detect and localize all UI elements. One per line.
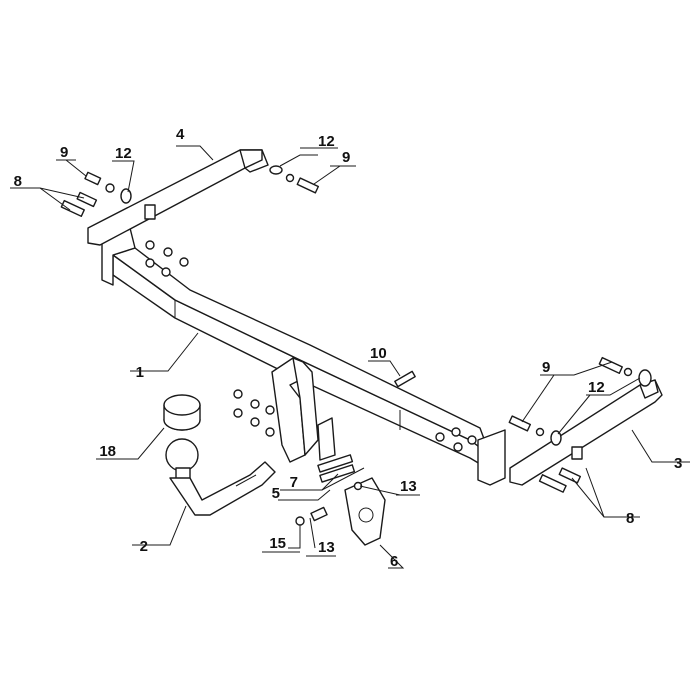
callout-part-12-left: 12 [115,145,132,162]
callout-part-3: 3 [674,455,682,472]
callouts: 1 2 3 4 5 6 7 8 8 9 9 9 10 12 12 12 13 1… [14,126,683,570]
socket-plate [344,477,386,546]
callout-part-12-right: 12 [588,379,605,396]
callout-part-10: 10 [370,345,387,362]
callout-part-8-right: 8 [626,510,634,527]
callout-part-9-left: 9 [60,144,68,161]
callout-part-5: 5 [272,485,280,502]
callout-part-4: 4 [176,126,185,143]
callout-part-9-top: 9 [342,149,350,166]
centre-mounting-bracket [271,357,336,463]
callout-part-13-lower: 13 [318,539,335,556]
callout-part-13-upper: 13 [400,478,417,495]
callout-part-12-top: 12 [318,133,335,150]
callout-part-15: 15 [269,535,286,552]
callout-part-6: 6 [390,553,398,570]
callout-part-2: 2 [140,538,148,555]
fasteners [60,165,652,526]
tow-ball-neck [165,438,276,516]
callout-underlines [10,145,690,557]
callout-part-7: 7 [290,474,298,491]
callout-part-8-left: 8 [14,173,22,190]
callout-part-1: 1 [136,364,144,381]
callout-part-18: 18 [99,443,116,460]
ball-cap [163,394,201,431]
left-side-bracket [87,149,269,246]
callout-part-9-right: 9 [542,359,550,376]
